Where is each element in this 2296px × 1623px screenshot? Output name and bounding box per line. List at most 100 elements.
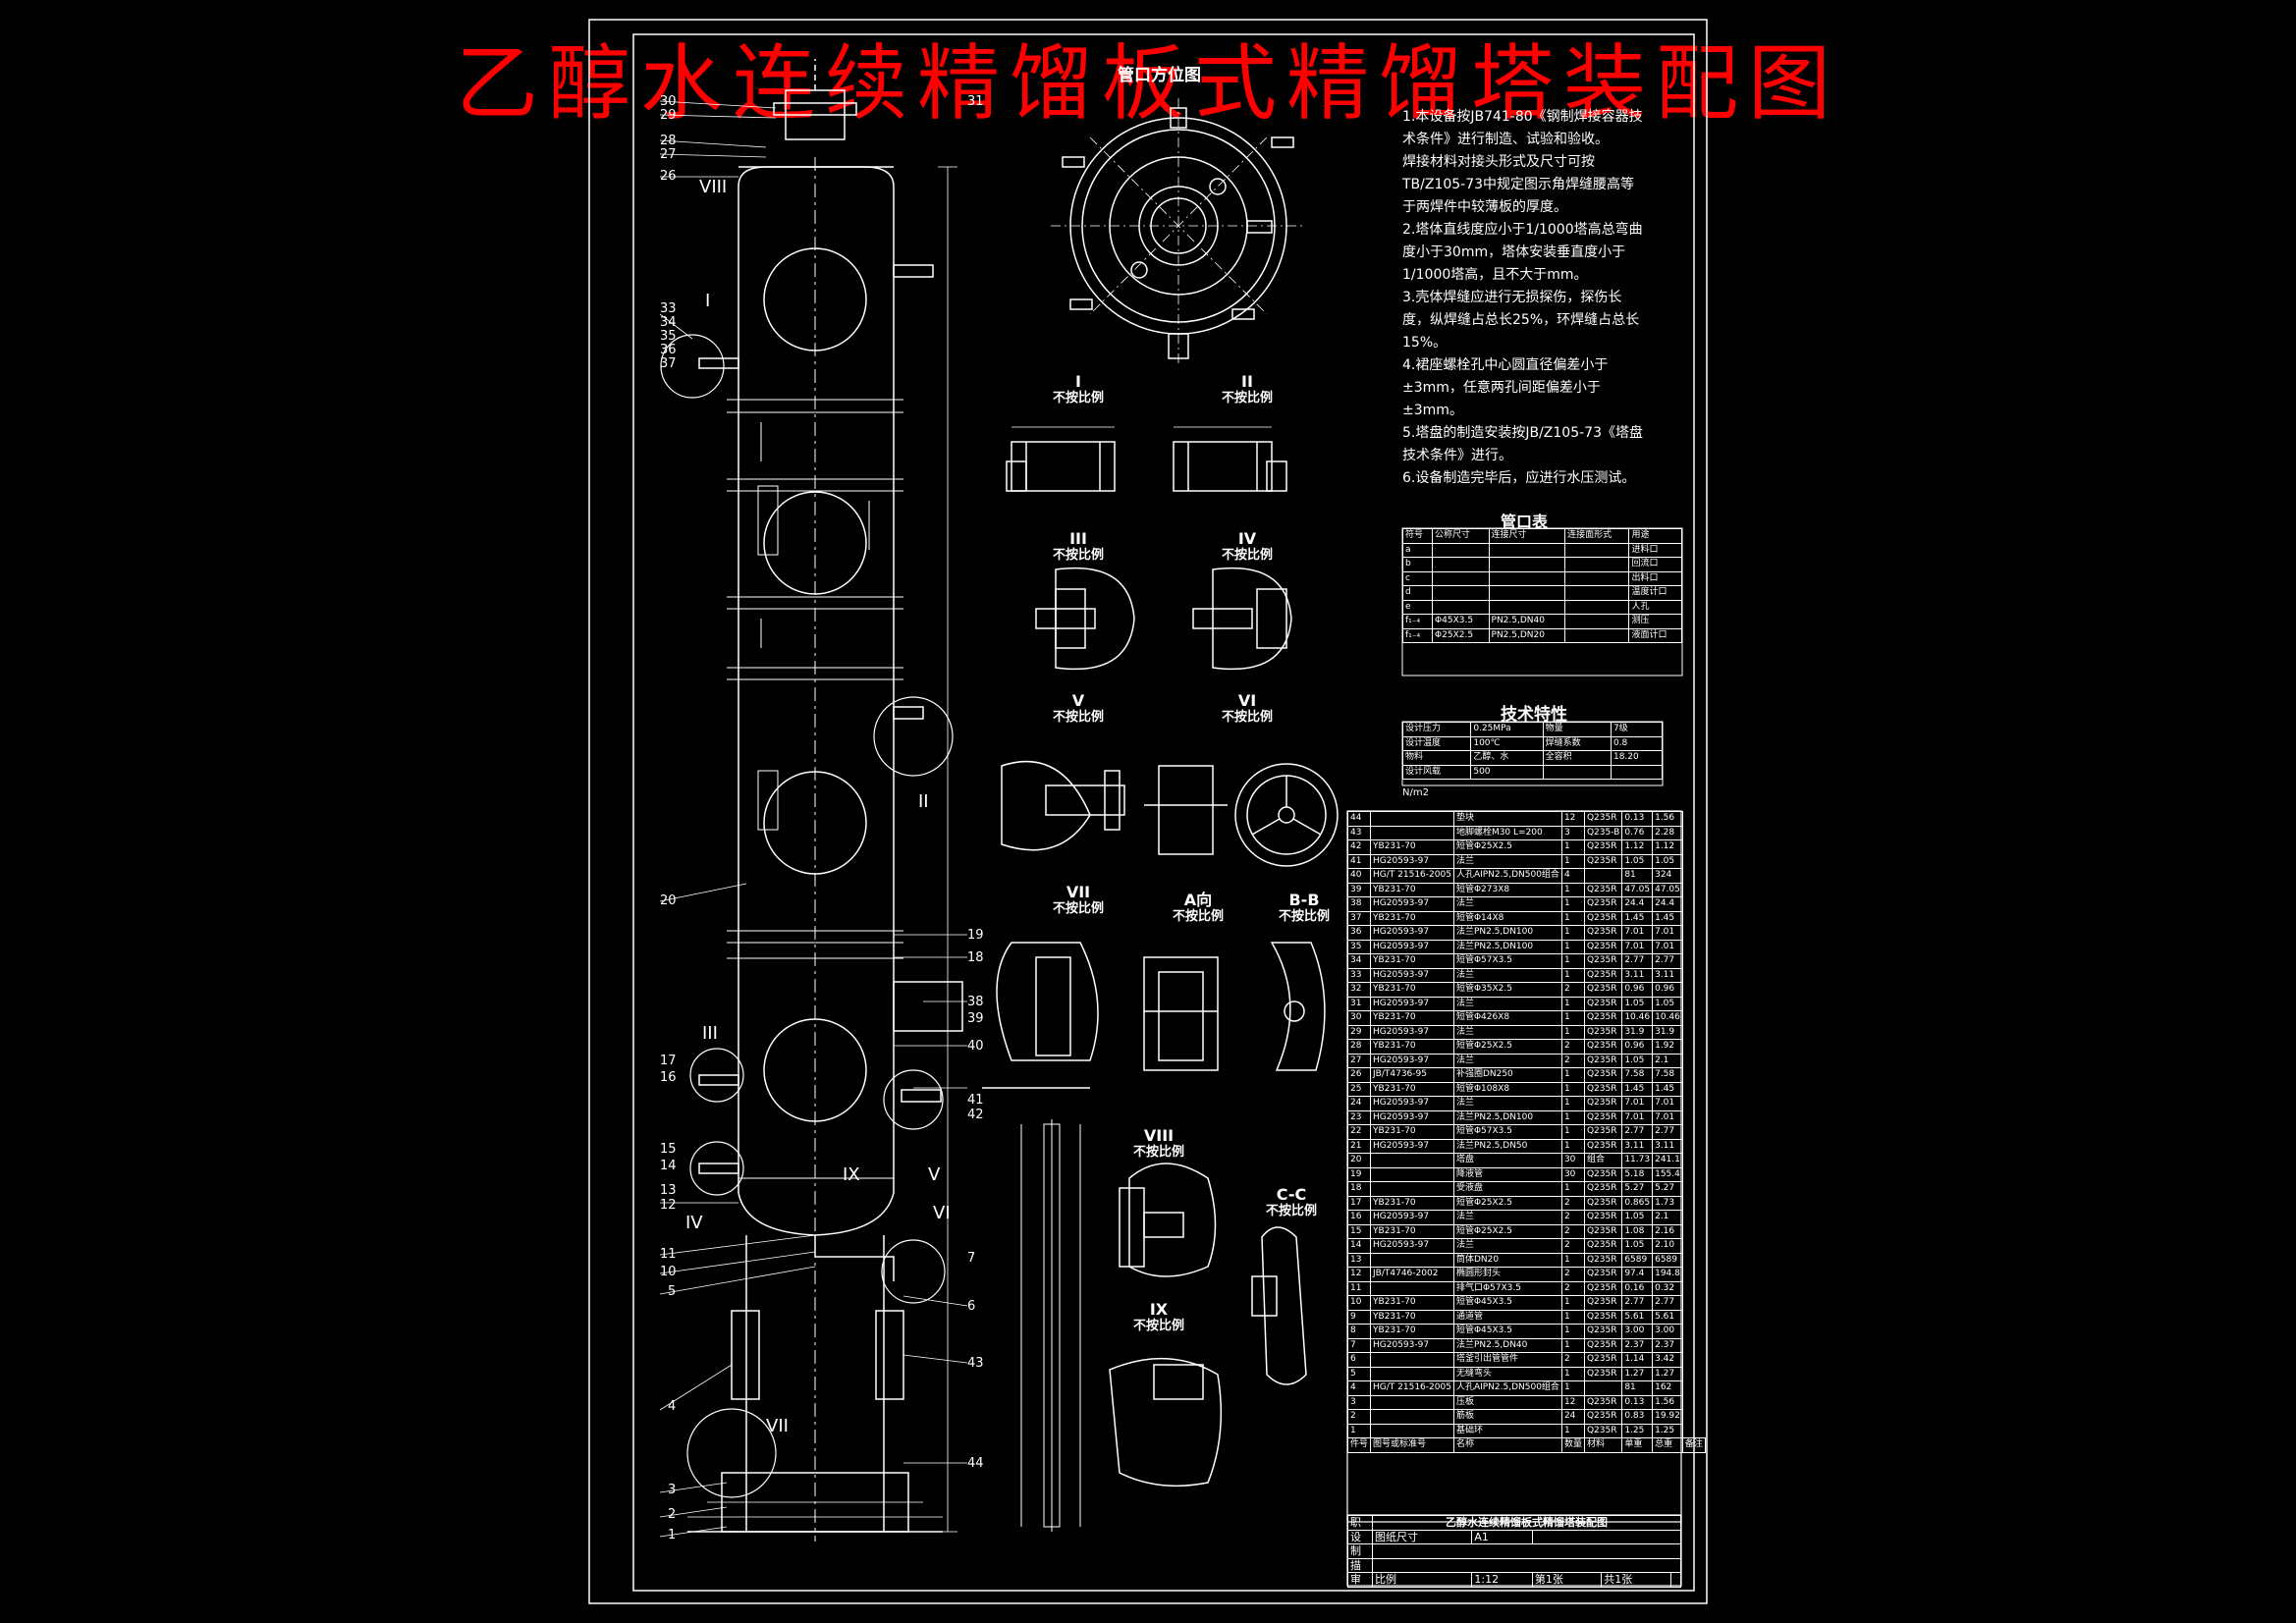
callout-31: 31 <box>967 94 984 109</box>
tb-field: 比例 <box>1371 1572 1473 1588</box>
roman-VII-main: VII <box>766 1416 789 1436</box>
table-cell: Q235R <box>1583 967 1623 983</box>
table-cell <box>1488 557 1566 572</box>
table-cell: 温度计口 <box>1628 585 1682 601</box>
table-cell: 总重 <box>1652 1437 1683 1453</box>
table-cell: 2 <box>1560 1238 1585 1254</box>
table-cell: YB231-70 <box>1370 882 1454 897</box>
table-cell: Q235R <box>1583 1352 1623 1368</box>
table-cell <box>1610 764 1664 780</box>
table-cell <box>1432 599 1490 615</box>
table-cell: 1 <box>1560 939 1585 954</box>
table-cell: HG20593-97 <box>1370 1337 1454 1353</box>
table-cell: 6589 <box>1621 1252 1654 1268</box>
table-cell: 7.01 <box>1652 1096 1683 1111</box>
table-cell: 1.05 <box>1652 853 1683 869</box>
table-cell <box>1370 1423 1454 1438</box>
note-3: 2.塔体直线度应小于1/1000塔高总弯曲度小于30mm，塔体安装垂直度小于1/… <box>1402 222 1643 283</box>
table-row: e 人孔 <box>1401 599 1682 615</box>
table-cell: 1 <box>1560 1309 1585 1325</box>
table-cell: e <box>1401 599 1434 615</box>
table-cell: Q235R <box>1583 896 1623 912</box>
table-cell: 28 <box>1346 1039 1372 1055</box>
table-cell: 1.45 <box>1652 1081 1683 1097</box>
table-cell: 27 <box>1346 1053 1372 1068</box>
table-cell: 符号 <box>1401 528 1434 544</box>
table-cell: 人孔 <box>1628 599 1682 615</box>
table-cell: b <box>1401 557 1434 572</box>
table-cell: 30 <box>1560 1166 1585 1182</box>
table-cell: 降液管 <box>1452 1166 1562 1182</box>
table-cell: 进料口 <box>1628 542 1682 558</box>
table-cell: 162 <box>1652 1380 1683 1396</box>
table-cell: 公称尺寸 <box>1432 528 1490 544</box>
title-block-row: 设 图纸尺寸 A1 <box>1347 1529 1682 1544</box>
table-cell: 通道管 <box>1452 1309 1562 1325</box>
table-cell: Q235R <box>1583 939 1623 954</box>
table-cell <box>1564 614 1630 629</box>
table-cell: Q235R <box>1583 1109 1623 1125</box>
table-cell: 2.77 <box>1621 1124 1654 1140</box>
table-cell: Q235R <box>1583 1394 1623 1410</box>
callout-40: 40 <box>967 1039 984 1054</box>
table-cell: 5.18 <box>1621 1166 1654 1182</box>
callout-35: 35 <box>660 329 677 344</box>
table-cell: Q235R <box>1583 1366 1623 1381</box>
callout-7: 7 <box>967 1251 976 1266</box>
table-cell: 0.32 <box>1652 1280 1683 1296</box>
table-cell <box>1564 557 1630 572</box>
table-cell: 补强圈DN250 <box>1452 1067 1562 1083</box>
table-cell: 设计温度 <box>1401 735 1472 751</box>
tech-unit-note: N/m2 <box>1402 787 1429 798</box>
table-cell: Q235R <box>1583 1096 1623 1111</box>
table-cell: YB231-70 <box>1370 1309 1454 1325</box>
detail-II <box>1173 426 1287 492</box>
table-cell: 法兰PN2.5,DN50 <box>1452 1138 1562 1154</box>
table-cell: Q235-B <box>1583 825 1623 840</box>
table-cell: 3.00 <box>1652 1324 1683 1339</box>
table-cell: 1.56 <box>1652 1394 1683 1410</box>
table-cell: 2.37 <box>1621 1337 1654 1353</box>
table-cell: 设计压力 <box>1401 722 1472 737</box>
table-cell: 7 <box>1346 1337 1372 1353</box>
table-cell: HG20593-97 <box>1370 1096 1454 1111</box>
table-cell: Q235R <box>1583 1423 1623 1438</box>
inner-frame <box>632 33 1695 1592</box>
table-cell: Q235R <box>1583 1010 1623 1026</box>
table-cell: 11.73 <box>1621 1153 1654 1168</box>
table-cell: 31.9 <box>1652 1024 1683 1040</box>
callout-6: 6 <box>967 1299 976 1314</box>
table-cell: 法兰 <box>1452 1096 1562 1111</box>
tb-field: A1 <box>1471 1529 1533 1544</box>
table-cell: 法兰 <box>1452 967 1562 983</box>
table-cell: 44 <box>1346 811 1372 827</box>
tb-label: 制 <box>1347 1543 1373 1559</box>
callout-36: 36 <box>660 343 677 357</box>
detail-IX <box>1109 1357 1223 1488</box>
callout-39: 39 <box>967 1011 984 1026</box>
table-cell: 7.01 <box>1621 925 1654 941</box>
table-cell: 短管Φ25X2.5 <box>1452 839 1562 855</box>
table-cell <box>1370 1280 1454 1296</box>
table-cell: 筒体DN20 <box>1452 1252 1562 1268</box>
table-cell: 法兰 <box>1452 996 1562 1011</box>
roman-V-main: V <box>928 1164 941 1185</box>
table-cell: HG20593-97 <box>1370 1138 1454 1154</box>
table-cell: 2.28 <box>1652 825 1683 840</box>
table-cell: 3.11 <box>1621 1138 1654 1154</box>
title-block-row: 制 <box>1347 1543 1681 1559</box>
table-cell: 短管Φ273X8 <box>1452 882 1562 897</box>
table-cell: Q235R <box>1583 1324 1623 1339</box>
